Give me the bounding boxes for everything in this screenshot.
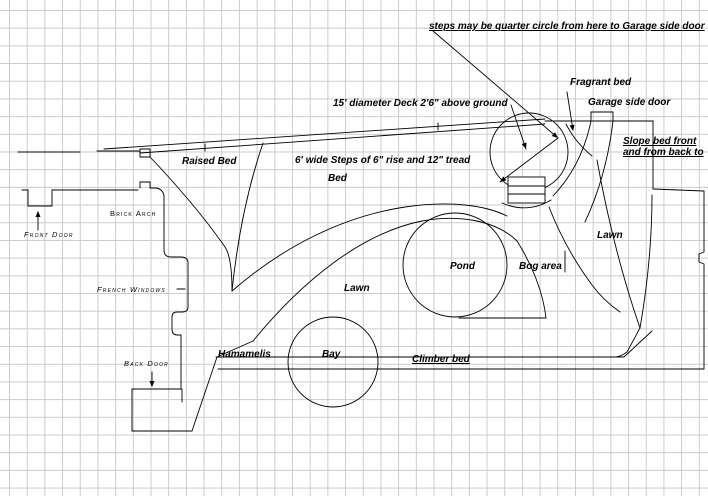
bay-circle: [287, 316, 379, 408]
label-front-door: Front Door: [24, 230, 74, 239]
label-raised-bed: Raised Bed: [182, 156, 237, 167]
garage-outline: [544, 111, 705, 370]
right-side-bed-curves: [548, 120, 653, 358]
note-slope-line2: and from back to: [623, 147, 704, 158]
label-garage-side-door: Garage side door: [588, 97, 671, 108]
label-back-door: Back Door: [124, 359, 169, 368]
label-fragrant-bed: Fragrant bed: [570, 77, 632, 88]
note-deck-size: 15' diameter Deck 2'6" above ground: [333, 98, 508, 109]
boundary-fence-lines: [17, 118, 546, 154]
note-bed: Bed: [328, 173, 347, 184]
note-steps-quarter-circle: steps may be quarter circle from here to…: [429, 21, 705, 32]
label-brick-arch: Brick Arch: [110, 209, 157, 218]
label-french-windows: French Windows: [97, 285, 166, 294]
climber-bed-lines: [215, 330, 705, 370]
label-bay: Bay: [322, 349, 341, 360]
label-lawn-right: Lawn: [597, 230, 623, 241]
deck-steps: [501, 176, 552, 209]
label-hamamelis: Hamamelis: [218, 349, 271, 360]
label-lawn-left: Lawn: [344, 283, 370, 294]
label-climber-bed: Climber bed: [412, 354, 470, 365]
label-pond: Pond: [450, 261, 475, 272]
house-outline: [21, 187, 254, 432]
note-slope-line1: Slope bed front: [623, 136, 697, 147]
leader-arrowheads: [35, 124, 575, 387]
label-bog-area: Bog area: [519, 261, 562, 272]
note-steps-size: 6' wide Steps of 6" rise and 12" tread: [295, 155, 471, 166]
path-curves: [231, 203, 547, 342]
raised-bed-edges: [149, 142, 264, 292]
brick-arch-posts: [139, 148, 151, 189]
pond-circle: [402, 212, 508, 318]
